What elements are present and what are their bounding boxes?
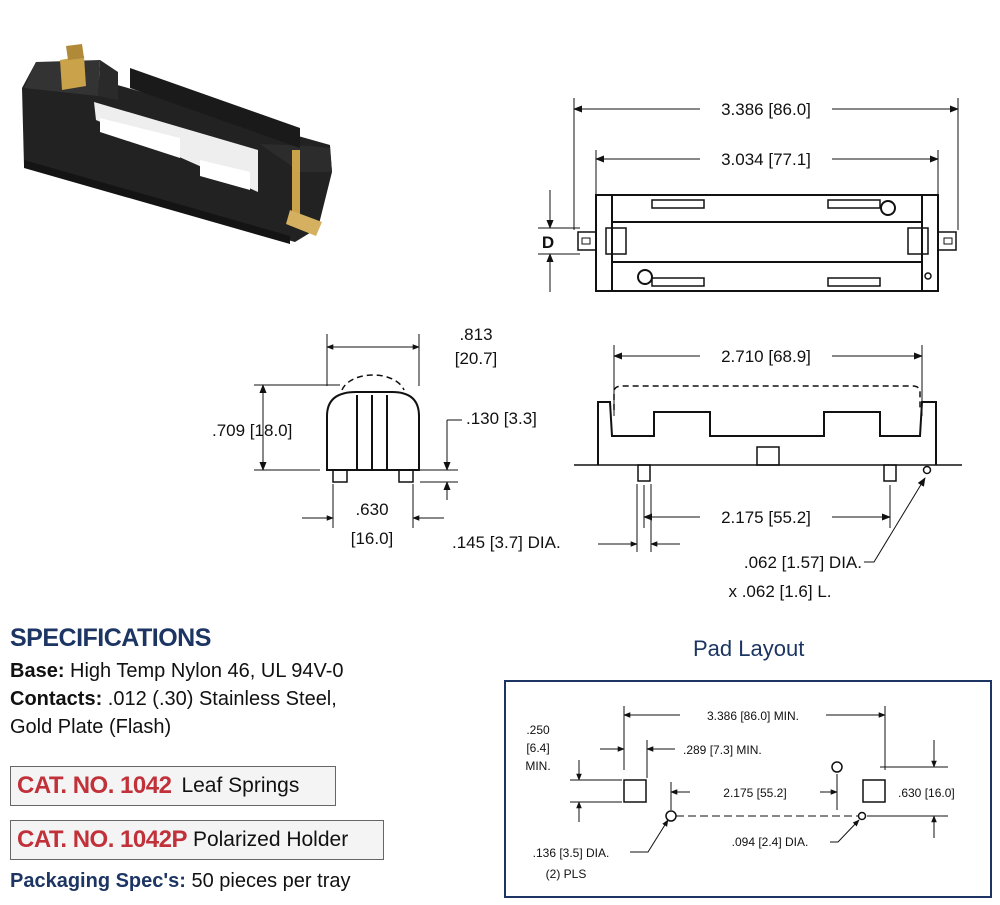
contacts-spec: Contacts: .012 (.30) Stainless Steel, bbox=[10, 685, 490, 713]
specifications-block: SPECIFICATIONS Base: High Temp Nylon 46,… bbox=[10, 624, 490, 741]
base-spec-label: Base: bbox=[10, 660, 65, 682]
specifications-title: SPECIFICATIONS bbox=[10, 624, 211, 652]
end-view-drawing bbox=[254, 334, 462, 528]
pin-dia-label: .145 [3.7] DIA. bbox=[452, 533, 561, 552]
overall-length-label: 3.386 [86.0] bbox=[721, 100, 811, 119]
pad-gap-label: .289 [7.3] MIN. bbox=[683, 743, 762, 757]
hole-large-label-2: (2) PLS bbox=[546, 867, 587, 881]
hole-large-label-1: .136 [3.5] DIA. bbox=[533, 846, 610, 860]
base-spec-value: High Temp Nylon 46, UL 94V-0 bbox=[70, 660, 344, 682]
pad-layout-title: Pad Layout bbox=[693, 636, 805, 661]
d-label: D bbox=[542, 233, 554, 252]
cat-no-1042p-box: CAT. NO. 1042P Polarized Holder bbox=[10, 820, 384, 860]
cat-no-1042p-description: Polarized Holder bbox=[192, 828, 349, 851]
top-view-drawing bbox=[538, 98, 959, 292]
hole-small-label: .094 [2.4] DIA. bbox=[732, 835, 809, 849]
cat-no-1042-box: CAT. NO. 1042 Leaf Springs bbox=[10, 766, 336, 806]
packaging-spec: Packaging Spec's: 50 pieces per tray bbox=[10, 870, 350, 893]
base-spec: Base: High Temp Nylon 46, UL 94V-0 bbox=[10, 657, 490, 685]
cat-no-1042: CAT. NO. 1042 bbox=[17, 772, 172, 799]
pad-layout-drawing bbox=[570, 706, 948, 853]
peg-length-label: x .062 [1.6] L. bbox=[728, 582, 831, 601]
product-photo bbox=[22, 44, 332, 244]
pin-spacing-mm-label: [16.0] bbox=[351, 529, 394, 548]
cat-no-1042-description: Leaf Springs bbox=[181, 774, 300, 797]
packaging-spec-label: Packaging Spec's: bbox=[10, 870, 186, 892]
pad-width-label-3: MIN. bbox=[525, 759, 550, 773]
inner-length-label: 3.034 [77.1] bbox=[721, 150, 811, 169]
pad-pitch-label: 2.175 [55.2] bbox=[723, 786, 786, 800]
packaging-spec-value: 50 pieces per tray bbox=[191, 870, 351, 892]
side-span-label: 2.710 [68.9] bbox=[721, 347, 811, 366]
end-width-mm-label: [20.7] bbox=[455, 349, 498, 368]
contacts-spec-continued: Gold Plate (Flash) bbox=[10, 716, 172, 738]
side-view-drawing bbox=[574, 345, 962, 563]
pad-width-label-1: .250 bbox=[526, 723, 550, 737]
pad-overall-label: 3.386 [86.0] MIN. bbox=[707, 709, 799, 723]
pad-layout-frame bbox=[504, 680, 992, 898]
pad-width-label-2: [6.4] bbox=[526, 741, 549, 755]
pin-length-label: .130 [3.3] bbox=[466, 409, 537, 428]
pin-pitch-label: 2.175 [55.2] bbox=[721, 508, 811, 527]
pad-row-spacing-label: .630 [16.0] bbox=[898, 786, 955, 800]
end-height-label: .709 [18.0] bbox=[212, 421, 292, 440]
contacts-spec-label: Contacts: bbox=[10, 688, 103, 710]
cat-no-1042p: CAT. NO. 1042P bbox=[17, 826, 187, 853]
pin-spacing-label: .630 bbox=[355, 500, 388, 519]
contacts-spec-value: .012 (.30) Stainless Steel, bbox=[107, 688, 337, 710]
peg-dia-label: .062 [1.57] DIA. bbox=[744, 553, 862, 572]
end-width-label: .813 bbox=[459, 325, 492, 344]
